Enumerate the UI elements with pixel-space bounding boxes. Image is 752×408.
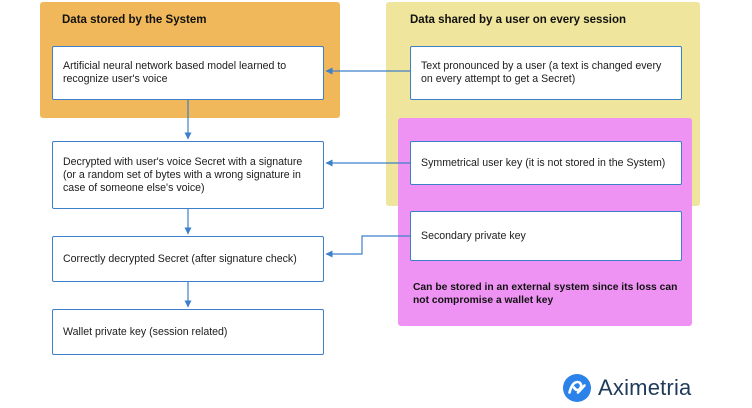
brand-name: Aximetria (598, 375, 692, 400)
secondary-key-box: Secondary private key (410, 211, 682, 261)
brand-logo: Aximetria (562, 373, 692, 403)
correct-secret-label: Correctly decrypted Secret (after signat… (63, 252, 297, 265)
pronounced-text-label: Text pronounced by a user (a text is cha… (421, 60, 662, 85)
symmetric-key-box: Symmetrical user key (it is not stored i… (410, 141, 682, 185)
decrypted-secret-label: Decrypted with user's voice Secret with … (63, 155, 303, 194)
neural-model-label: Artificial neural network based model le… (63, 60, 287, 85)
aximetria-logo-icon (563, 374, 591, 402)
arrow-secondary-to-correct (325, 235, 410, 258)
neural-model-box: Artificial neural network based model le… (52, 46, 324, 100)
pronounced-text-box: Text pronounced by a user (a text is cha… (410, 46, 682, 100)
correct-secret-box: Correctly decrypted Secret (after signat… (52, 236, 324, 282)
system-panel-title: Data stored by the System (62, 14, 207, 26)
wallet-key-label: Wallet private key (session related) (63, 325, 228, 338)
external-storage-note: Can be stored in an external system sinc… (413, 282, 678, 306)
user-panel-title: Data shared by a user on every session (410, 14, 627, 26)
decrypted-secret-box: Decrypted with user's voice Secret with … (52, 141, 324, 209)
secondary-key-label: Secondary private key (421, 229, 526, 242)
symmetric-key-label: Symmetrical user key (it is not stored i… (421, 156, 666, 169)
wallet-key-box: Wallet private key (session related) (52, 309, 324, 355)
